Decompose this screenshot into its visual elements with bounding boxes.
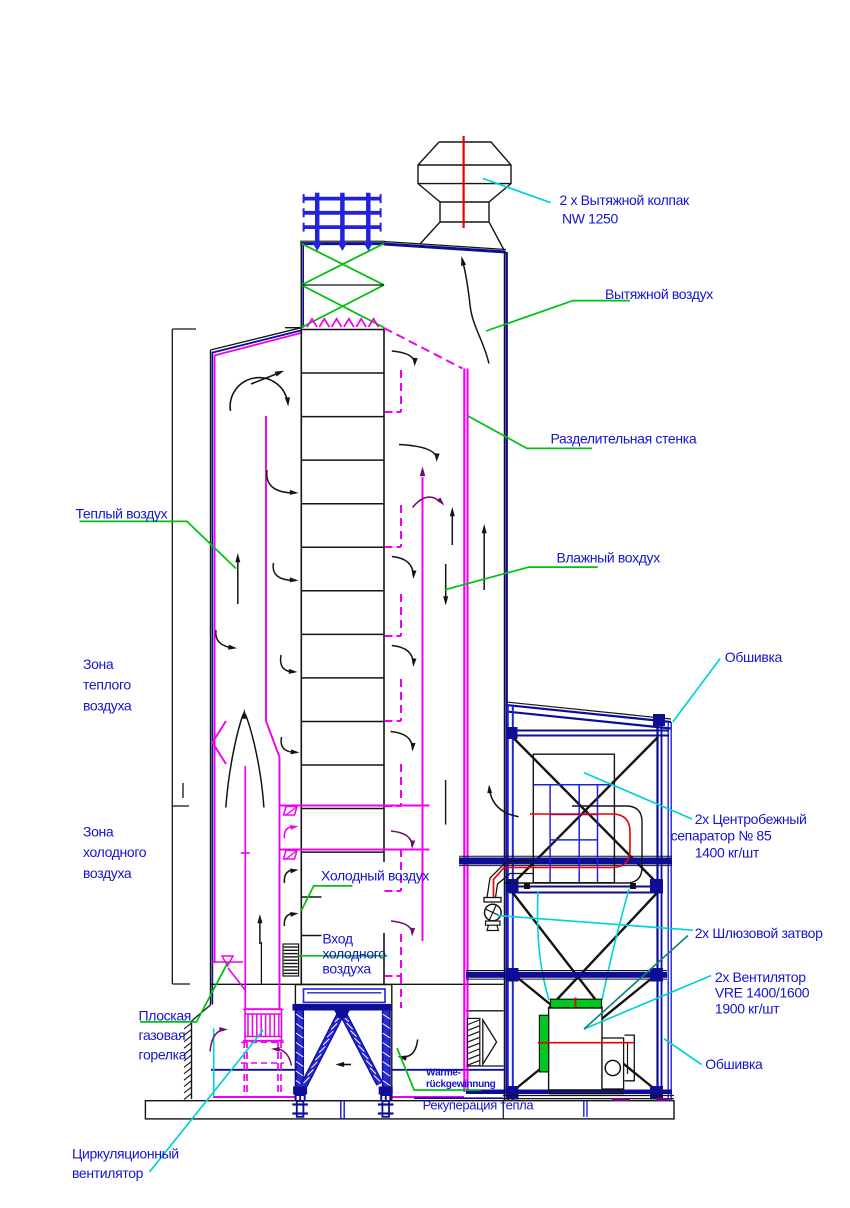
svg-text:Влажный вохдух: Влажный вохдух	[557, 550, 661, 566]
svg-text:2х Центробежный: 2х Центробежный	[695, 811, 807, 827]
svg-text:Циркуляционный: Циркуляционный	[72, 1146, 179, 1162]
svg-text:Обшивка: Обшивка	[725, 649, 783, 665]
svg-text:1900 кг/шт: 1900 кг/шт	[715, 1001, 780, 1017]
svg-text:NW 1250: NW 1250	[562, 211, 618, 227]
svg-text:Зона: Зона	[83, 824, 114, 840]
svg-text:вентилятор: вентилятор	[72, 1165, 144, 1181]
svg-text:воздуха: воздуха	[322, 960, 371, 976]
svg-text:сепаратор № 85: сепаратор № 85	[671, 828, 772, 844]
svg-text:2 х Вытяжной колпак: 2 х Вытяжной колпак	[560, 192, 691, 208]
svg-text:1400 кг/шт: 1400 кг/шт	[695, 845, 760, 861]
svg-text:теплого: теплого	[83, 677, 131, 693]
svg-text:Теплый воздух: Теплый воздух	[76, 506, 168, 522]
svg-text:Вход: Вход	[322, 930, 352, 946]
svg-text:холодного: холодного	[83, 844, 147, 860]
svg-text:2х Шлюзовой затвор: 2х Шлюзовой затвор	[695, 925, 823, 941]
svg-text:Холодный воздух: Холодный воздух	[321, 868, 429, 884]
svg-text:2х Вентилятор: 2х Вентилятор	[715, 969, 806, 985]
svg-text:Плоская: Плоская	[139, 1008, 192, 1024]
svg-text:Зона: Зона	[83, 656, 114, 672]
svg-text:холодного: холодного	[322, 945, 386, 961]
svg-text:Разделительная стенка: Разделительная стенка	[551, 431, 697, 447]
svg-text:Wärme-: Wärme-	[426, 1068, 461, 1079]
svg-text:Вытяжной воздух: Вытяжной воздух	[605, 286, 713, 302]
svg-text:VRE 1400/1600: VRE 1400/1600	[715, 985, 810, 1001]
svg-text:Обшивка: Обшивка	[705, 1056, 763, 1072]
svg-text:воздуха: воздуха	[83, 865, 132, 881]
svg-text:Рекуперация тепла: Рекуперация тепла	[423, 1098, 535, 1113]
svg-text:rückgewinnung: rückgewinnung	[426, 1079, 496, 1090]
svg-text:газовая: газовая	[139, 1027, 186, 1043]
svg-text:горелка: горелка	[139, 1047, 187, 1063]
svg-text:воздуха: воздуха	[83, 697, 132, 713]
